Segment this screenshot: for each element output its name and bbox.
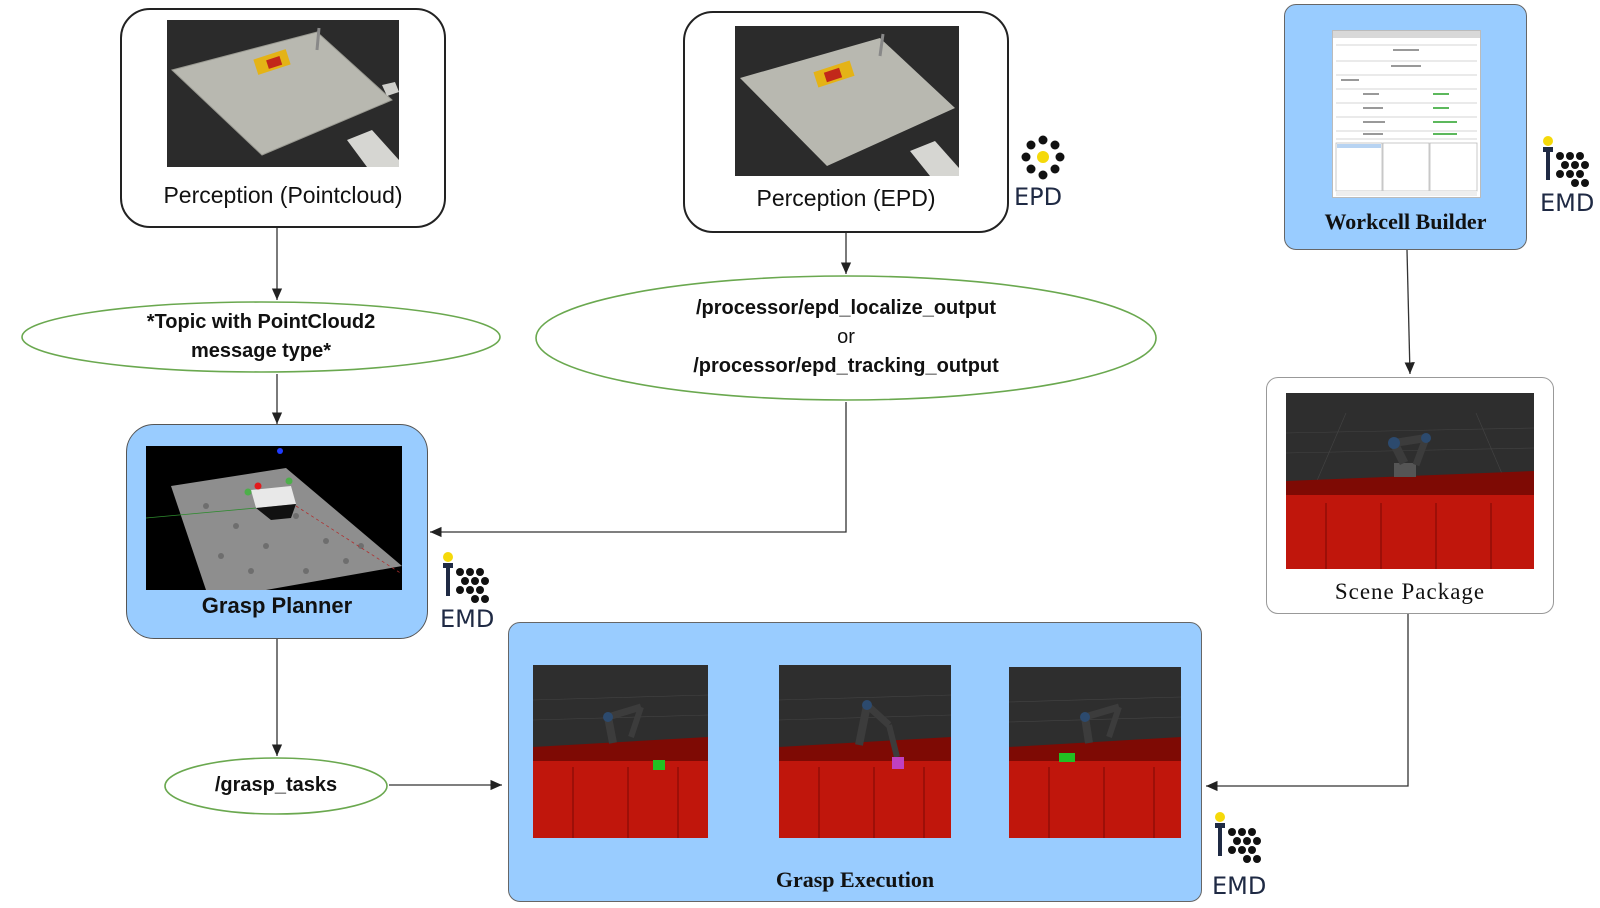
node-perception-pointcloud: Perception (Pointcloud) bbox=[120, 8, 446, 228]
topic-pointcloud2-line1: *Topic with PointCloud2 bbox=[146, 311, 376, 333]
grasp-execution-step1-image bbox=[533, 665, 708, 838]
emd-logo-grasp-planner: EMD bbox=[440, 552, 496, 633]
emd-logo-icon bbox=[1543, 136, 1589, 187]
topic-epd-output: /processor/epd_localize_output or /proce… bbox=[534, 274, 1158, 402]
perception-pointcloud-label: Perception (Pointcloud) bbox=[163, 182, 403, 208]
emd-logo-icon bbox=[443, 552, 489, 603]
grasp-planner-render-image bbox=[146, 446, 402, 590]
node-grasp-planner: Grasp Planner bbox=[126, 424, 428, 639]
epd-logo-text: EPD bbox=[1014, 183, 1063, 211]
grasp-execution-step3-image bbox=[1009, 667, 1181, 838]
node-grasp-execution: Grasp Execution bbox=[508, 622, 1202, 902]
grasp-execution-label: Grasp Execution bbox=[775, 867, 935, 892]
workcell-builder-screenshot bbox=[1332, 30, 1481, 198]
epd-logo-icon bbox=[1021, 135, 1065, 180]
scene-package-render-image bbox=[1286, 393, 1534, 569]
perception-epd-label: Perception (EPD) bbox=[756, 185, 936, 211]
emd-logo-text: EMD bbox=[1212, 872, 1267, 900]
topic-epd-tracking: /processor/epd_tracking_output bbox=[693, 355, 999, 377]
grasp-planner-label: Grasp Planner bbox=[201, 593, 353, 618]
pointcloud-render-image bbox=[167, 20, 399, 167]
workcell-builder-label: Workcell Builder bbox=[1324, 209, 1487, 234]
topic-pointcloud2: *Topic with PointCloud2 message type* bbox=[20, 300, 502, 374]
node-scene-package: Scene Package bbox=[1266, 377, 1554, 614]
scene-package-label: Scene Package bbox=[1334, 579, 1486, 604]
edge-epd-topic-to-grasp-planner bbox=[430, 402, 847, 538]
edge-scene-to-execution bbox=[1206, 614, 1409, 792]
emd-logo-text: EMD bbox=[440, 605, 495, 633]
node-workcell-builder: Workcell Builder bbox=[1284, 4, 1527, 250]
topic-epd-or: or bbox=[837, 326, 855, 348]
node-perception-epd: Perception (EPD) bbox=[683, 11, 1009, 233]
epd-render-image bbox=[735, 26, 959, 176]
topic-epd-localize: /processor/epd_localize_output bbox=[695, 297, 997, 319]
topic-pointcloud2-line2: message type* bbox=[190, 340, 332, 362]
emd-logo-grasp-execution: EMD bbox=[1212, 812, 1268, 902]
topic-grasp-tasks-label: /grasp_tasks bbox=[214, 774, 338, 796]
emd-logo-text: EMD bbox=[1540, 189, 1595, 217]
epd-logo: EPD bbox=[1014, 135, 1072, 215]
grasp-execution-step2-image bbox=[779, 665, 951, 838]
emd-logo-icon bbox=[1215, 812, 1261, 863]
emd-logo-workcell: EMD bbox=[1540, 136, 1596, 217]
edge-workcell-to-scene bbox=[1404, 249, 1415, 375]
topic-grasp-tasks: /grasp_tasks bbox=[163, 756, 389, 816]
